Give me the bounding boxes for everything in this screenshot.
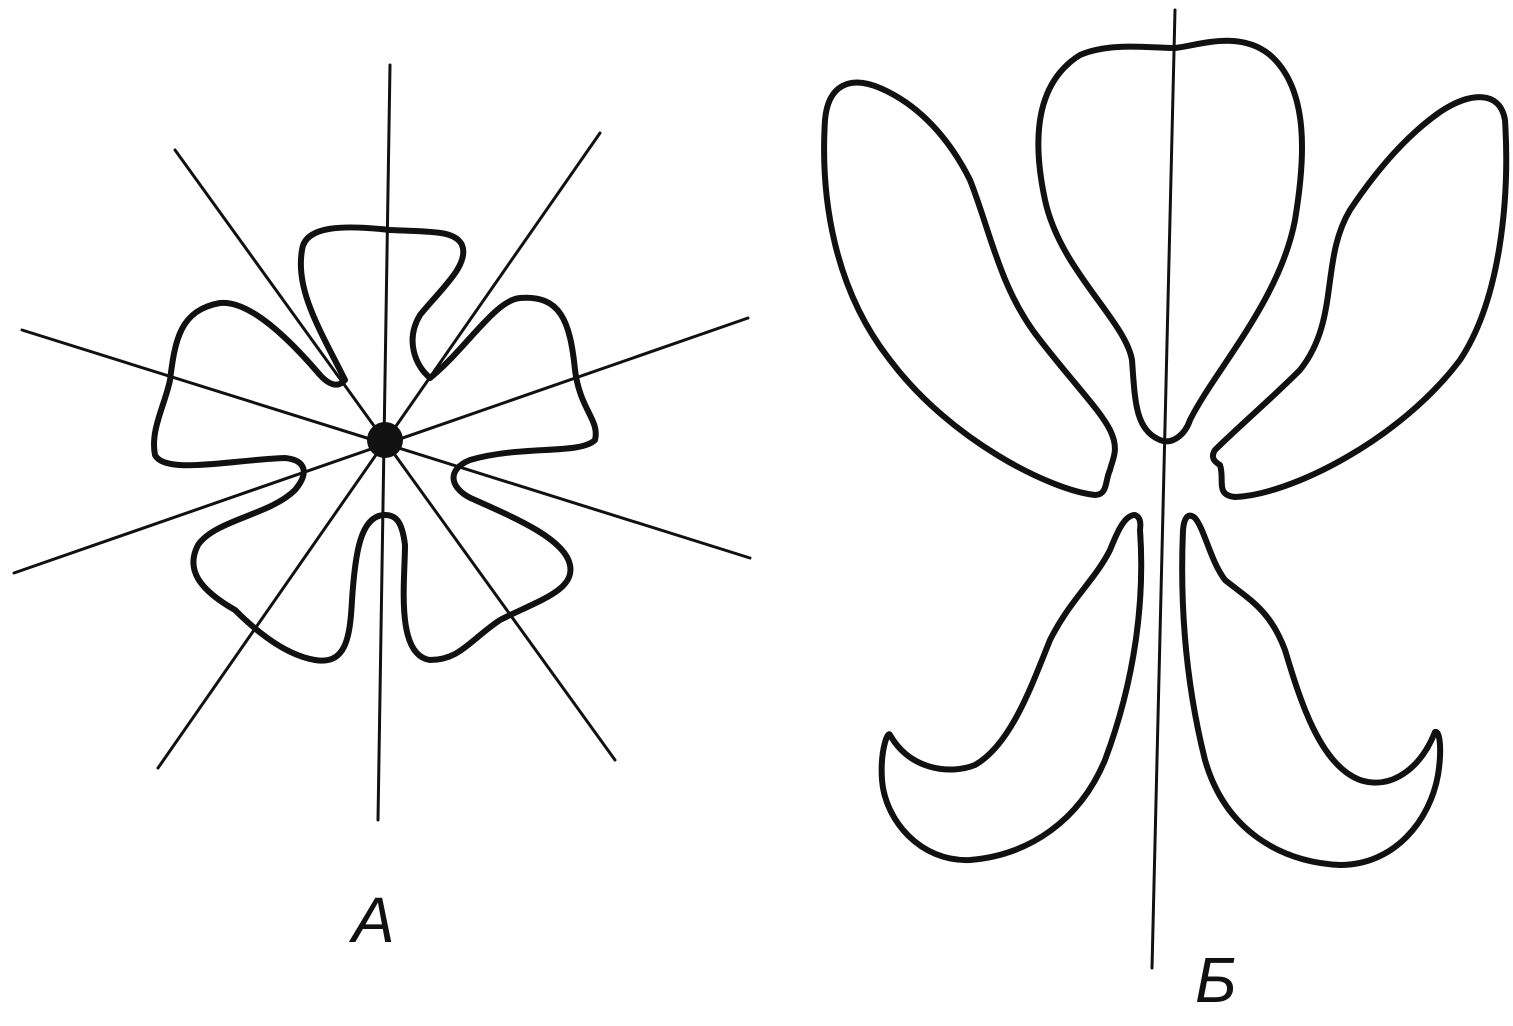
radial-flower-figure-a — [14, 65, 750, 820]
figure-b-label: Б — [1195, 948, 1237, 1012]
bilateral-flower-figure-b — [824, 10, 1506, 968]
axis-line-diagonal-1 — [175, 150, 615, 760]
petal-lower-right — [1182, 516, 1440, 865]
petal-upper-left — [824, 83, 1115, 495]
flower-center-dot — [367, 422, 403, 458]
petal-lower-left — [882, 515, 1142, 860]
petal-upper-right — [1213, 97, 1506, 497]
axis-line-vertical-b — [1152, 10, 1175, 968]
figure-a-label: А — [352, 888, 395, 952]
